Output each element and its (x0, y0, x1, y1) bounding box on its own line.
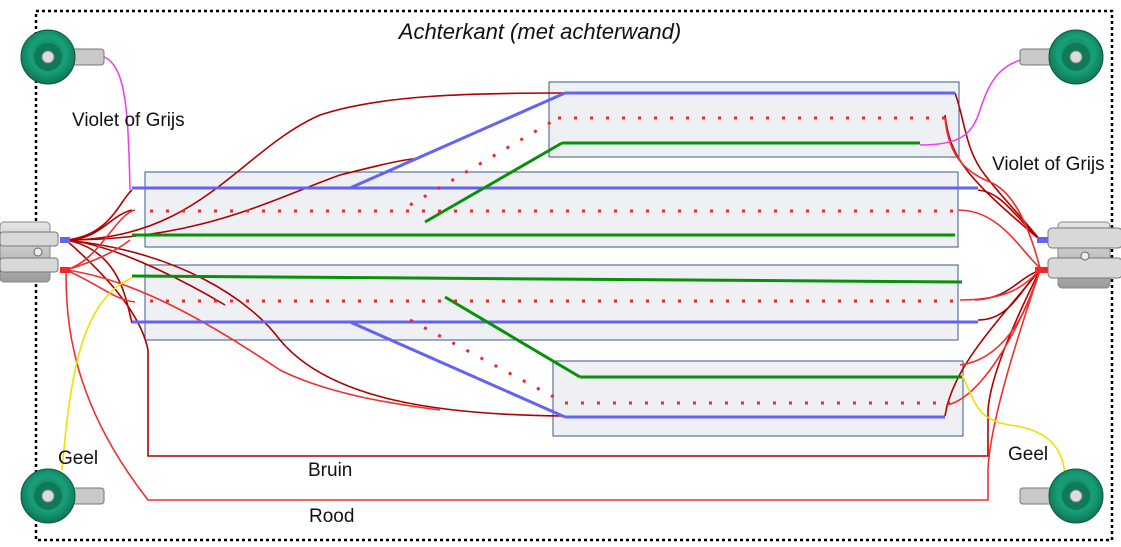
track-plug-icon (1047, 221, 1121, 289)
banana-socket-icon (20, 29, 105, 85)
label-bruin: Bruin (308, 460, 352, 481)
banana-socket-icon (20, 468, 105, 524)
blue-rails (60, 91, 1048, 419)
label-geel-right: Geel (1008, 444, 1048, 465)
track-plug-icon (0, 221, 59, 283)
track-boards (144, 81, 964, 437)
banana-socket-icon (1019, 468, 1104, 524)
diagram-title: Achterkant (met achterwand) (397, 19, 681, 44)
violet-wires (97, 54, 1041, 191)
label-violet-right: Violet of Grijs (992, 154, 1105, 175)
red-wires (65, 117, 1041, 501)
banana-socket-icon (1019, 29, 1104, 85)
yellow-wires (61, 277, 1066, 481)
center-rails (60, 116, 1048, 405)
track-board-bottom-siding (552, 360, 964, 437)
label-violet-left: Violet of Grijs (72, 110, 185, 131)
green-rails (131, 141, 963, 379)
label-geel-left: Geel (58, 448, 98, 469)
label-rood: Rood (309, 506, 354, 527)
brown-wires (65, 92, 1041, 457)
